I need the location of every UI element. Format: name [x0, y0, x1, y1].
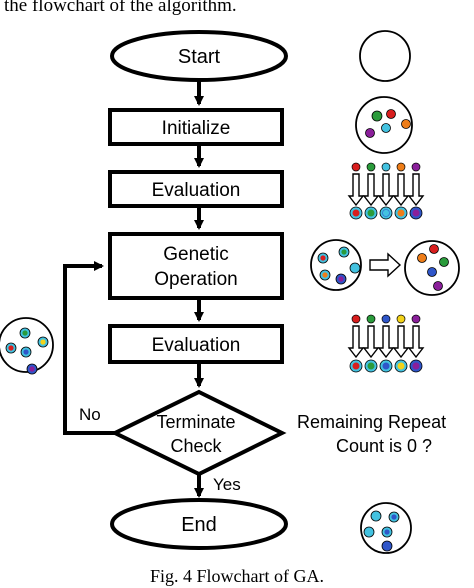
empty-population-circle	[359, 30, 411, 82]
end-label: End	[181, 514, 217, 536]
evaluation-2-illustration	[347, 314, 425, 373]
evaluation-node-1: Evaluation	[108, 170, 284, 208]
genetic-operation-illustration	[310, 239, 460, 296]
header-text: the flowchart of the algorithm.	[4, 0, 237, 16]
terminate-label-line2: Check	[170, 436, 222, 456]
initialize-node: Initialize	[108, 108, 284, 146]
figure-caption: Fig. 4 Flowchart of GA.	[150, 566, 324, 586]
end-node: End	[110, 498, 288, 550]
no-label: No	[79, 405, 101, 424]
side-note-line2: Count is 0 ?	[336, 436, 432, 456]
start-label: Start	[178, 46, 221, 68]
start-node: Start	[110, 30, 288, 82]
evaluation-label-2: Evaluation	[152, 335, 241, 356]
genetic-label-line1: Genetic	[163, 244, 228, 265]
yes-label: Yes	[213, 475, 241, 494]
no-loop-line	[63, 261, 115, 435]
side-note-line1: Remaining Repeat	[297, 412, 446, 432]
terminate-check-node: Terminate Check	[110, 389, 287, 477]
initial-population	[355, 96, 413, 154]
genetic-operation-node: Genetic Operation	[108, 232, 284, 300]
final-population	[360, 502, 412, 554]
loop-population-illustration	[0, 317, 54, 375]
evaluation-1-illustration	[347, 162, 425, 220]
evaluation-label-1: Evaluation	[152, 180, 241, 201]
initialize-label: Initialize	[162, 118, 231, 139]
genetic-label-line2: Operation	[154, 269, 237, 290]
terminate-label-line1: Terminate	[156, 412, 235, 432]
evaluation-node-2: Evaluation	[108, 324, 284, 364]
